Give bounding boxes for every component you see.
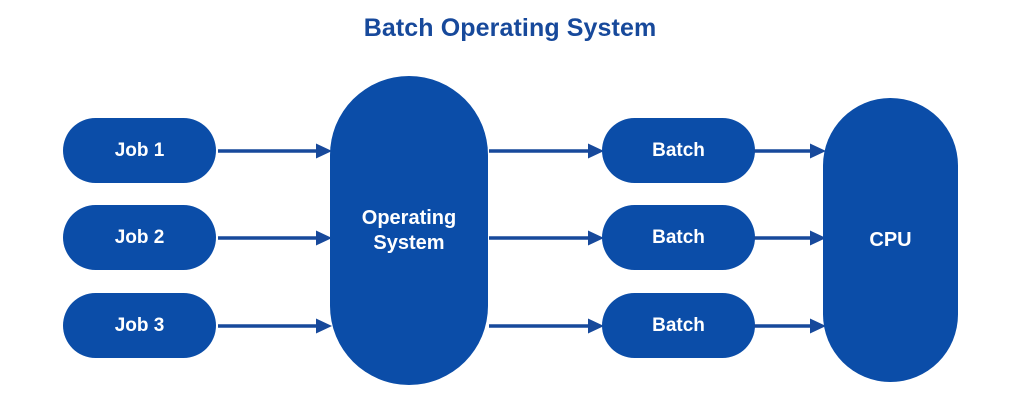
node-cpu[interactable]: CPU [823, 98, 958, 382]
page-title: Batch Operating System [363, 14, 657, 42]
node-job-1-label: Job 1 [114, 139, 165, 161]
node-batch-3-label: Batch [652, 314, 705, 336]
arrow-job-2-to-os [218, 227, 332, 249]
arrow-batch-3-to-cpu [754, 315, 826, 337]
arrow-batch-1-to-cpu [754, 140, 826, 162]
node-batch-1[interactable]: Batch [602, 118, 755, 183]
arrow-os-to-batch-2 [489, 227, 604, 249]
node-job-3[interactable]: Job 3 [63, 293, 216, 358]
node-job-3-label: Job 3 [114, 314, 165, 336]
arrow-os-to-batch-3 [489, 315, 604, 337]
node-batch-3[interactable]: Batch [602, 293, 755, 358]
node-cpu-label: CPU [869, 228, 912, 251]
arrow-job-1-to-os [218, 140, 332, 162]
node-operating-system-label: Operating System [361, 206, 457, 254]
arrow-os-to-batch-1 [489, 140, 604, 162]
node-job-1[interactable]: Job 1 [63, 118, 216, 183]
arrow-batch-2-to-cpu [754, 227, 826, 249]
node-operating-system[interactable]: Operating System [330, 76, 488, 385]
node-job-2-label: Job 2 [114, 226, 165, 248]
arrow-job-3-to-os [218, 315, 332, 337]
node-batch-2-label: Batch [652, 226, 705, 248]
node-job-2[interactable]: Job 2 [63, 205, 216, 270]
node-batch-2[interactable]: Batch [602, 205, 755, 270]
node-batch-1-label: Batch [652, 139, 705, 161]
